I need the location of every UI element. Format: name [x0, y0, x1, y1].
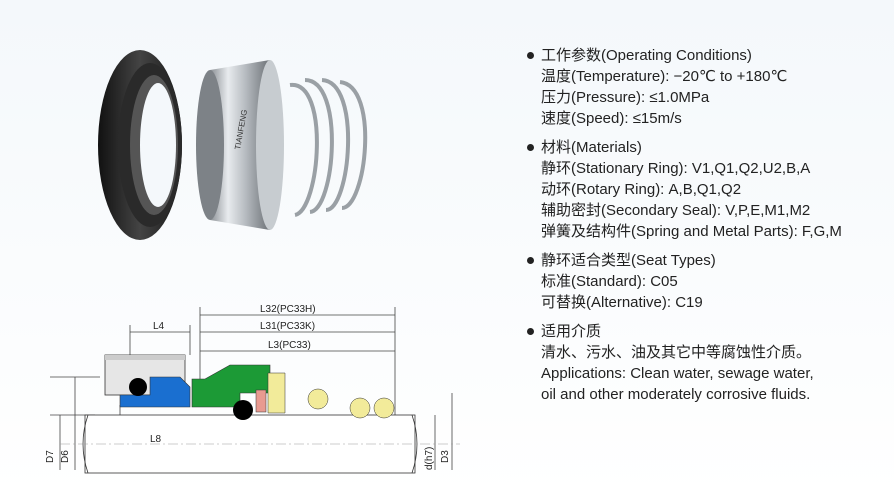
- bullet-icon: [527, 328, 534, 335]
- spring: [289, 78, 368, 217]
- stationary-seat-blue: [119, 376, 191, 408]
- dim-dh7: d(h7): [424, 447, 435, 470]
- applications-en-line-1: Applications: Clean water, sewage water,: [541, 365, 814, 382]
- dim-l8: L8: [150, 434, 162, 445]
- speed-line: 速度(Speed): ≤15m/s: [541, 110, 682, 127]
- product-illustration: TIANFENG: [45, 50, 460, 474]
- rotary-ring-line: 动环(Rotary Ring): A,B,Q1,Q2: [541, 181, 742, 198]
- spring-metal-line: 弹簧及结构件(Spring and Metal Parts): F,G,M: [541, 223, 842, 240]
- dim-d6: D6: [60, 450, 71, 463]
- stationary-ring-line: 静环(Stationary Ring): V1,Q1,Q2,U2,B,A: [541, 160, 811, 177]
- rotary-metal-body: TIANFENG: [196, 60, 284, 230]
- operating-conditions-title: 工作参数(Operating Conditions): [541, 47, 752, 64]
- pressure-line: 压力(Pressure): ≤1.0MPa: [541, 89, 710, 106]
- bullet-icon: [527, 144, 534, 151]
- applications-en-line-2: oil and other moderately corrosive fluid…: [541, 386, 811, 403]
- seal-cross-section-drawing: L32(PC33H) L31(PC33K) L3(PC33) L4 L8 D7 …: [45, 304, 460, 474]
- materials-section: 材料(Materials) 静环(Stationary Ring): V1,Q1…: [527, 137, 887, 242]
- shaft: [60, 414, 460, 474]
- bullet-icon: [527, 257, 534, 264]
- standard-seat-line: 标准(Standard): C05: [541, 273, 678, 290]
- seal-product-photo: TIANFENG: [98, 50, 368, 240]
- dim-l3: L3(PC33): [268, 340, 311, 351]
- applications-section: 适用介质 清水、污水、油及其它中等腐蚀性介质。 Applications: Cl…: [527, 321, 887, 405]
- applications-title: 适用介质: [541, 323, 602, 340]
- materials-title: 材料(Materials): [541, 139, 642, 156]
- seat-types-section: 静环适合类型(Seat Types) 标准(Standard): C05 可替换…: [527, 250, 887, 313]
- dim-l31: L31(PC33K): [260, 321, 315, 332]
- dim-l32: L32(PC33H): [260, 304, 316, 315]
- dim-d7: D7: [45, 450, 56, 463]
- dim-l4: L4: [153, 321, 165, 332]
- temperature-line: 温度(Temperature): −20℃ to +180℃: [541, 68, 788, 85]
- stationary-seat-ring: [98, 50, 182, 240]
- applications-cn-line: 清水、污水、油及其它中等腐蚀性介质。: [541, 344, 812, 361]
- seat-types-title: 静环适合类型(Seat Types): [541, 252, 716, 269]
- spring-coils: [307, 388, 395, 419]
- specification-list: 工作参数(Operating Conditions) 温度(Temperatur…: [527, 45, 887, 413]
- alternative-seat-line: 可替换(Alternative): C19: [541, 294, 703, 311]
- bullet-icon: [527, 52, 534, 59]
- secondary-seal-line: 辅助密封(Secondary Seal): V,P,E,M1,M2: [541, 202, 811, 219]
- operating-conditions-section: 工作参数(Operating Conditions) 温度(Temperatur…: [527, 45, 887, 129]
- rotary-ring-green: [191, 364, 286, 420]
- dim-d3: D3: [440, 450, 451, 463]
